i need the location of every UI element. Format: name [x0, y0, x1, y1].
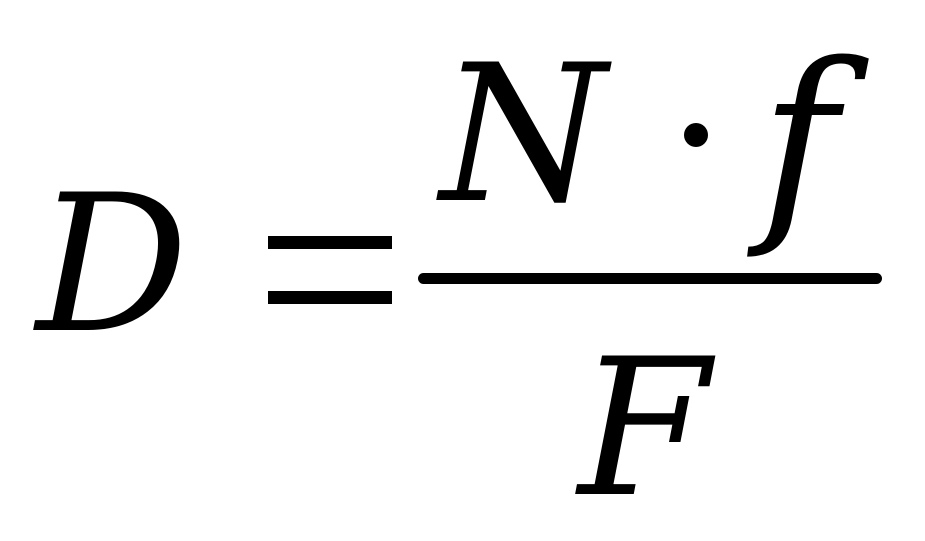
equals-sign-top-stroke — [268, 236, 392, 249]
numerator-variable-f: f — [760, 18, 838, 263]
numerator-variable-n: N — [440, 24, 607, 245]
lhs-variable-d: D — [36, 154, 189, 375]
equals-sign-bottom-stroke — [268, 291, 392, 304]
multiplication-dot — [684, 123, 708, 147]
denominator-variable-f: F — [578, 318, 710, 539]
fraction-bar — [418, 273, 882, 284]
